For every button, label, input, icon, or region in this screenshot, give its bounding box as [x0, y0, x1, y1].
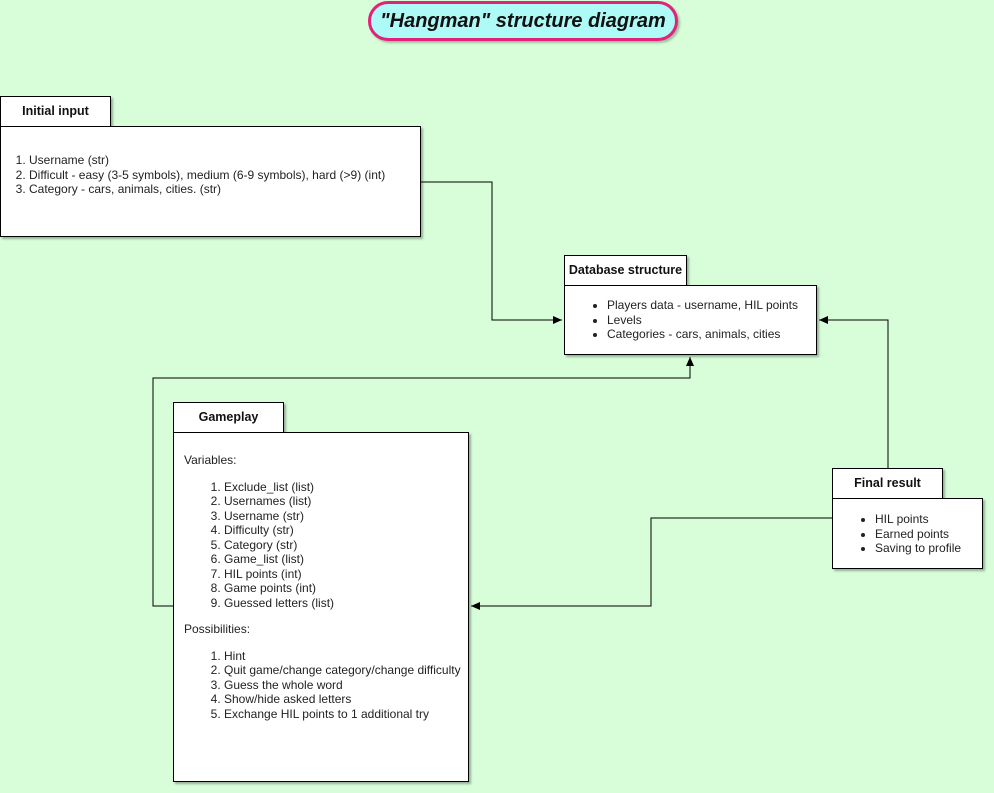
list-item: Levels — [607, 313, 816, 328]
list-item: Category - cars, animals, cities. (str) — [29, 182, 420, 197]
arrow-final-to-database — [819, 316, 889, 468]
final-result-list: HIL pointsEarned pointsSaving to profile — [833, 512, 982, 556]
list-item: Usernames (list) — [224, 494, 468, 509]
gameplay-variables-list: Exclude_list (list)Usernames (list)Usern… — [184, 480, 468, 611]
gameplay-possibilities-label: Possibilities: — [184, 622, 251, 636]
list-item: Exclude_list (list) — [224, 480, 468, 495]
list-item: Difficulty (str) — [224, 523, 468, 538]
list-item: Exchange HIL points to 1 additional try — [224, 707, 468, 722]
list-item: Hint — [224, 649, 468, 664]
list-item: Username (str) — [224, 509, 468, 524]
list-item: Category (str) — [224, 538, 468, 553]
list-item: Game_list (list) — [224, 552, 468, 567]
list-item: Game points (int) — [224, 581, 468, 596]
gameplay-header: Gameplay — [173, 402, 284, 433]
list-item: Categories - cars, animals, cities — [607, 327, 816, 342]
database-structure-list: Players data - username, HIL pointsLevel… — [565, 298, 816, 342]
gameplay-box: Variables: Exclude_list (list)Usernames … — [173, 432, 469, 782]
database-structure-box: Players data - username, HIL pointsLevel… — [564, 285, 817, 355]
gameplay-possibilities-list: HintQuit game/change category/change dif… — [184, 649, 468, 722]
initial-input-list: Username (str)Difficult - easy (3-5 symb… — [1, 153, 420, 197]
list-item: Saving to profile — [875, 541, 982, 556]
list-item: HIL points (int) — [224, 567, 468, 582]
database-structure-header: Database structure — [564, 255, 687, 286]
list-item: Quit game/change category/change difficu… — [224, 663, 468, 678]
arrow-final-to-gameplay — [471, 517, 832, 610]
arrow-gameplay-to-database — [152, 357, 694, 607]
final-result-header: Final result — [832, 468, 943, 499]
diagram-title: "Hangman" structure diagram — [368, 1, 678, 41]
list-item: HIL points — [875, 512, 982, 527]
list-item: Username (str) — [29, 153, 420, 168]
list-item: Show/hide asked letters — [224, 692, 468, 707]
list-item: Players data - username, HIL points — [607, 298, 816, 313]
list-item: Guess the whole word — [224, 678, 468, 693]
arrow-initial-to-database — [421, 181, 562, 324]
list-item: Earned points — [875, 527, 982, 542]
initial-input-box: Username (str)Difficult - easy (3-5 symb… — [0, 126, 421, 237]
final-result-box: HIL pointsEarned pointsSaving to profile — [832, 498, 983, 569]
list-item: Guessed letters (list) — [224, 596, 468, 611]
gameplay-variables-label: Variables: — [184, 453, 237, 467]
list-item: Difficult - easy (3-5 symbols), medium (… — [29, 168, 420, 183]
